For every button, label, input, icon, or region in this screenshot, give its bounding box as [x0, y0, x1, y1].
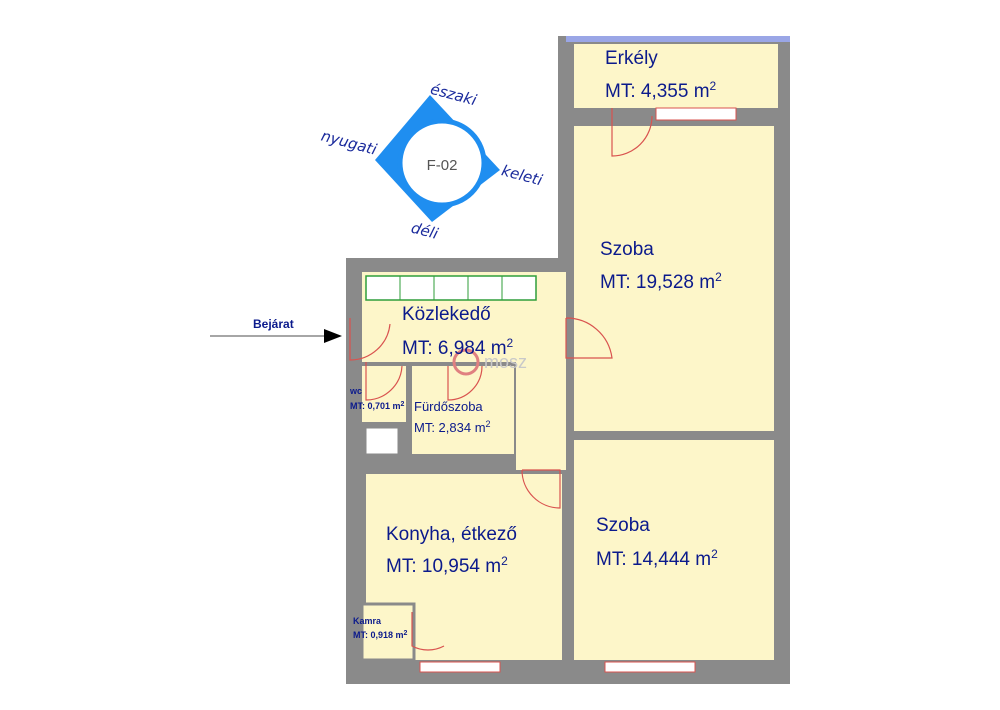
floors [360, 44, 778, 662]
pantry-area: MT: 0,918 m2 [353, 630, 408, 641]
floor-pantry [360, 602, 416, 662]
window-kitchen [419, 661, 501, 673]
watermark: mosz [452, 348, 527, 376]
door-wc [365, 362, 403, 401]
kitchen-area: MT: 10,954 m2 [386, 554, 508, 577]
window-room2 [604, 661, 696, 673]
compass-circle [397, 118, 487, 208]
doors [349, 108, 653, 651]
door-bathroom [447, 365, 483, 401]
floor-corridor-ext [516, 360, 566, 470]
compass-rose: F-02 északi nyugati keleti déli [319, 80, 545, 243]
compass-south: déli [409, 219, 441, 244]
balcony-railing [566, 36, 790, 42]
entrance-indicator: Bejárat [210, 317, 342, 343]
room2-area: MT: 14,444 m2 [596, 547, 718, 570]
bathroom-area: MT: 2,834 m2 [414, 419, 491, 435]
wc-name: wc [349, 386, 362, 396]
kitchen-name: Konyha, étkező [386, 524, 517, 545]
corridor-name: Közlekedő [402, 304, 491, 325]
corridor-area: MT: 6,984 m2 [402, 336, 514, 359]
floor-balcony [574, 44, 778, 108]
entrance-label: Bejárat [253, 317, 294, 331]
pantry-name: Kamra [353, 616, 382, 626]
door-room1 [565, 317, 613, 359]
wc-area: MT: 0,701 m2 [350, 401, 405, 412]
compass-east: keleti [500, 161, 545, 189]
floor-room1 [574, 126, 774, 431]
door-kitchen [521, 469, 561, 509]
room1-area: MT: 19,528 m2 [600, 270, 722, 293]
floor-wc [362, 366, 406, 422]
compass-west: nyugati [319, 127, 379, 159]
entrance-arrow-icon [324, 329, 342, 343]
floor-room2 [574, 440, 774, 660]
floor-bathroom [412, 366, 514, 454]
watermark-text: mosz [484, 352, 527, 372]
door-entrance [349, 318, 391, 361]
windows [419, 107, 737, 673]
compass-code: F-02 [427, 157, 458, 174]
balcony-name: Erkély [605, 48, 658, 69]
room-labels: Erkély MT: 4,355 m2 Szoba MT: 19,528 m2 … [349, 48, 722, 640]
bathroom-name: Fürdőszoba [414, 399, 483, 414]
room2-name: Szoba [596, 515, 650, 536]
room1-name: Szoba [600, 239, 654, 260]
wardrobe-body [365, 275, 537, 301]
door-pantry [411, 612, 445, 651]
window-room1 [655, 107, 737, 121]
door-balcony [611, 108, 653, 157]
wardrobe [365, 275, 537, 301]
watermark-logo-icon [452, 348, 480, 376]
balcony-area: MT: 4,355 m2 [605, 79, 717, 102]
wc-fixture [365, 427, 399, 455]
